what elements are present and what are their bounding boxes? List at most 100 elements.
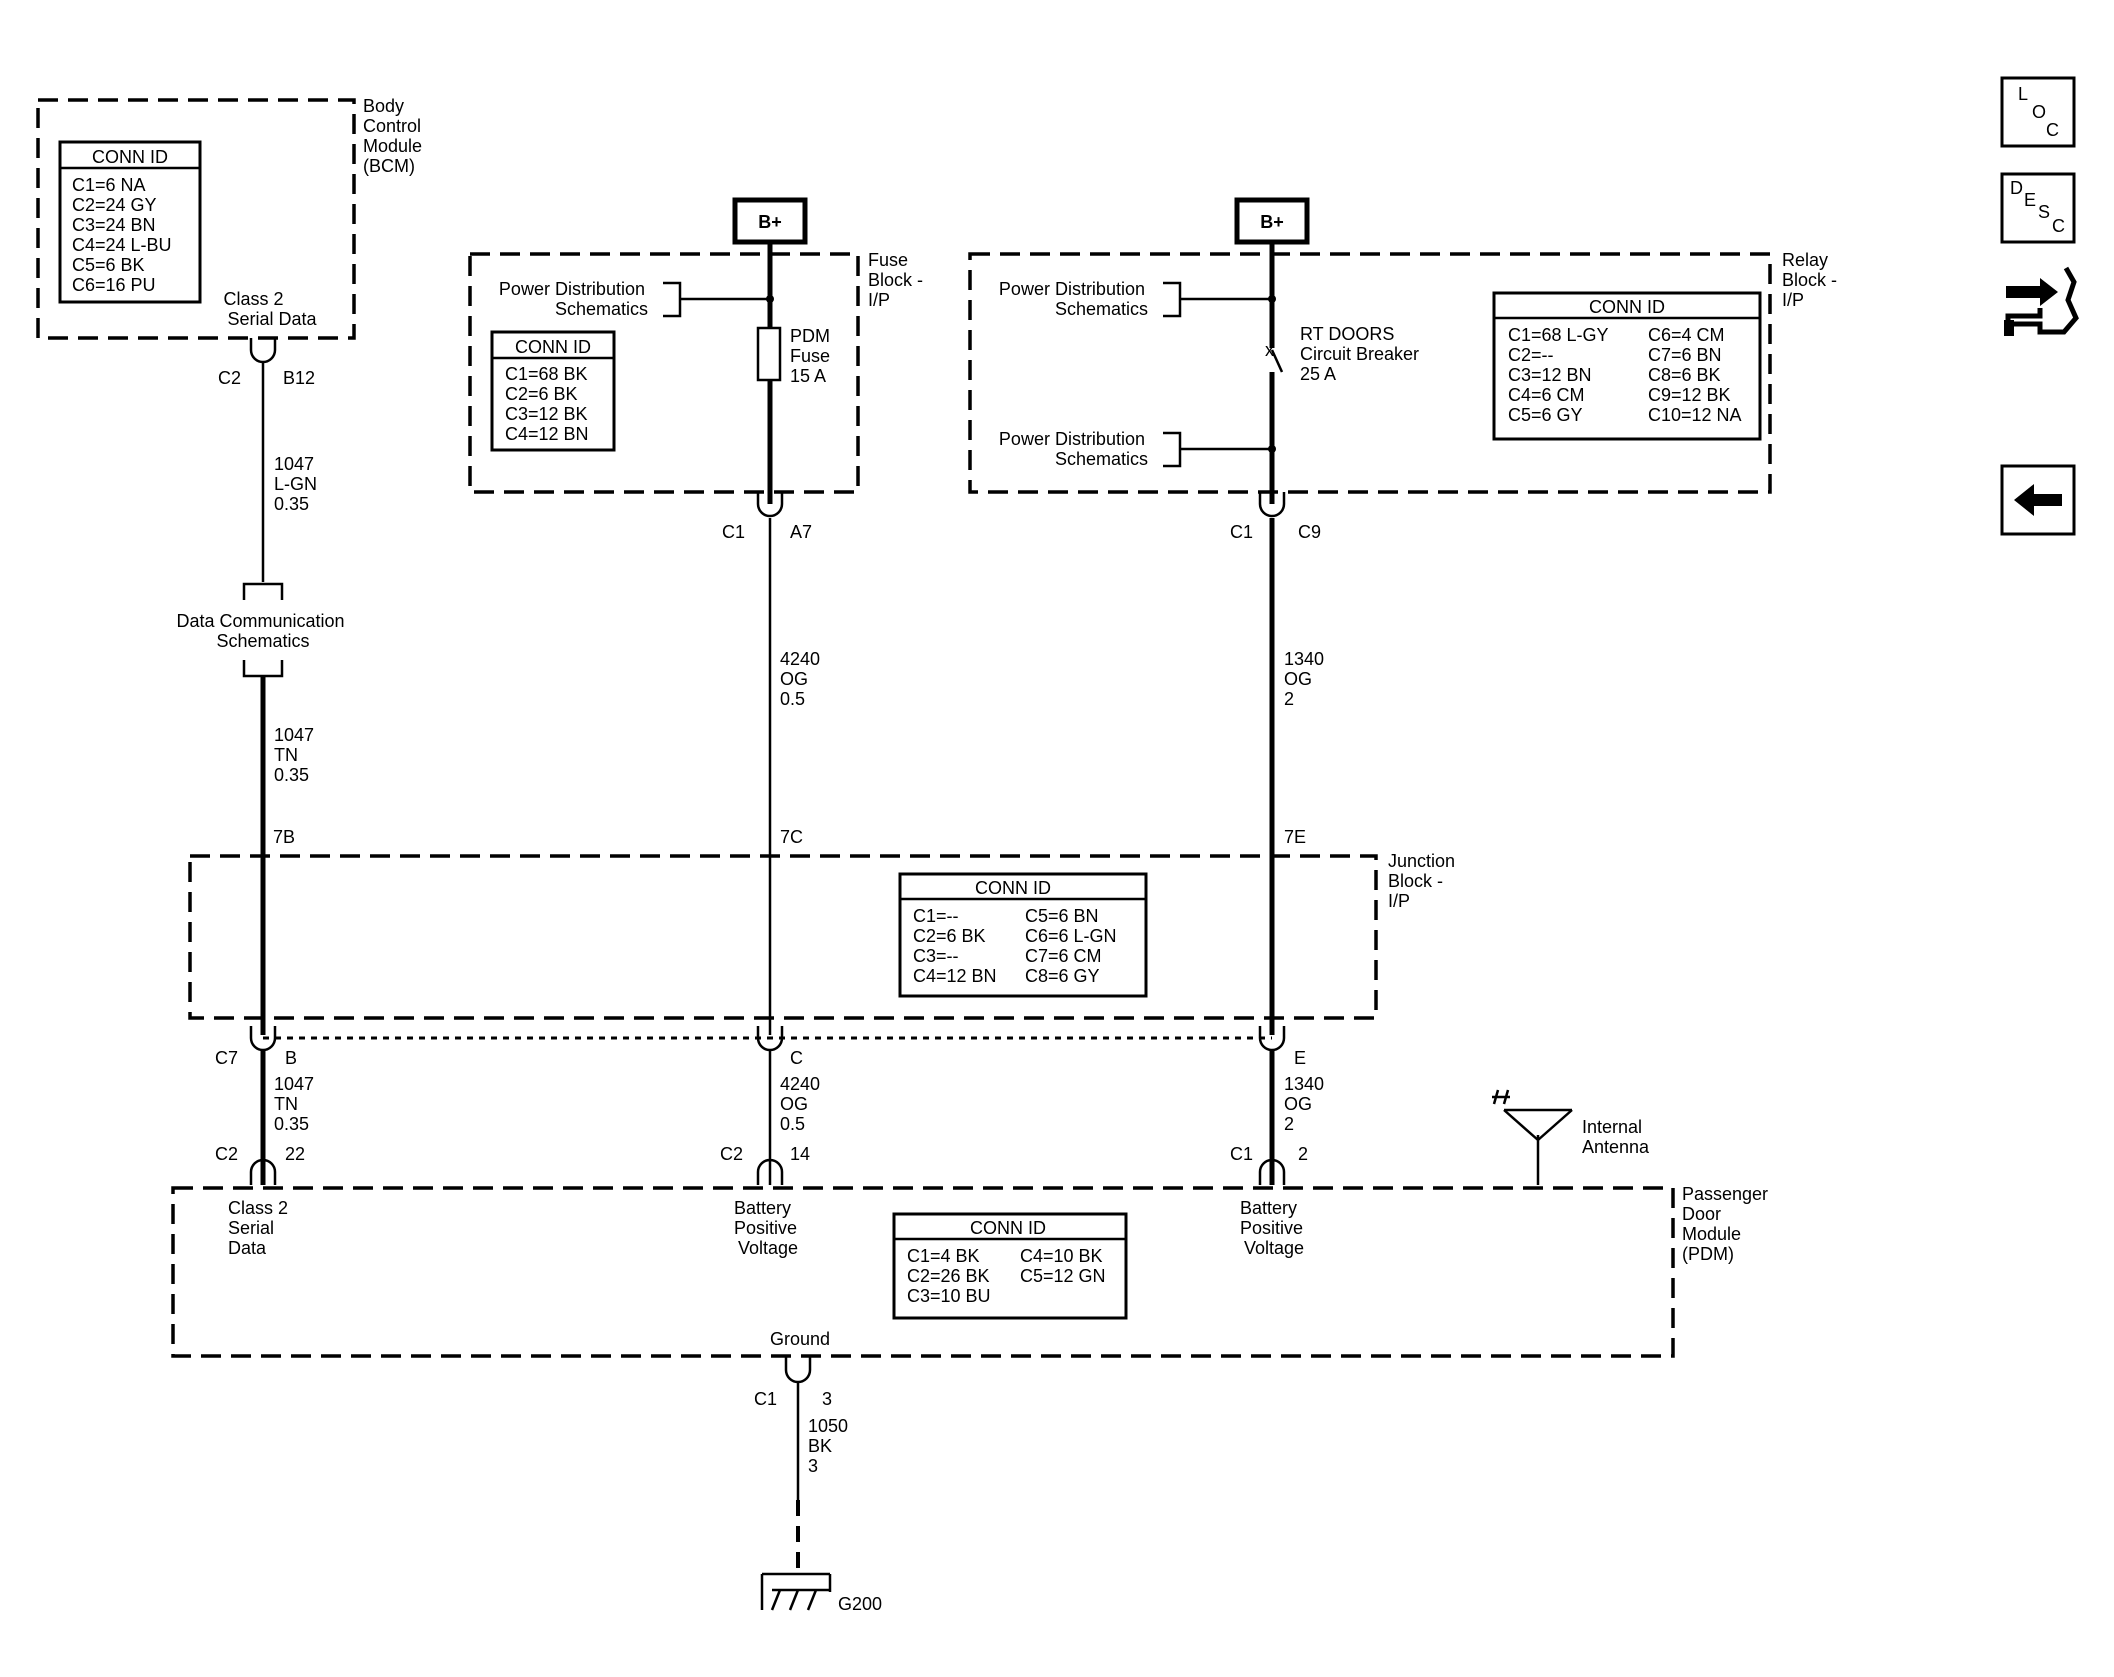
pdm-boundary bbox=[171, 1186, 1675, 1358]
ground-id: G200 bbox=[838, 1594, 882, 1614]
svg-text:C: C bbox=[2046, 120, 2059, 140]
bcm-pin-label: Class 2 Serial Data bbox=[223, 289, 317, 329]
fuse-conn-list: C1=68 BK C2=6 BK C3=12 BK C4=12 BN bbox=[505, 364, 593, 444]
lower-wire-mid-label: 4240 OG 0.5 bbox=[780, 1074, 825, 1134]
bcm-connector: C2 bbox=[218, 368, 241, 388]
svg-text:C: C bbox=[2052, 216, 2065, 236]
svg-text:D: D bbox=[2010, 178, 2023, 198]
pdm-ground-label: Ground bbox=[770, 1329, 830, 1349]
junction-block: 7B 7C 7E Junction Block - I/P CONN ID C1… bbox=[188, 827, 1460, 1068]
svg-text:E: E bbox=[2024, 190, 2036, 210]
relay-power-dist-1: Power Distribution Schematics bbox=[999, 279, 1150, 319]
relay-conn-header: CONN ID bbox=[1589, 297, 1665, 317]
relay-connector-symbol bbox=[1258, 492, 1286, 518]
antenna-label: Internal Antenna bbox=[1582, 1117, 1650, 1157]
pdm-pin-left: 22 bbox=[285, 1144, 305, 1164]
jb-conn-header: CONN ID bbox=[975, 878, 1051, 898]
data-comm-label: Data Communication Schematics bbox=[176, 611, 349, 651]
internal-antenna: Internal Antenna bbox=[1492, 1089, 1650, 1185]
pdm-conn-id-box bbox=[892, 1212, 1128, 1320]
fuse-connector: C1 bbox=[722, 522, 745, 542]
pdm-module: C2 22 C2 14 C1 2 Passenger Door Module (… bbox=[171, 1144, 1773, 1409]
junction-block-boundary bbox=[188, 854, 1378, 1020]
fuse-pin: A7 bbox=[790, 522, 812, 542]
pdm-ground-connector-symbol bbox=[784, 1356, 812, 1384]
relay-block-title: Relay Block - I/P bbox=[1782, 250, 1842, 310]
pdm-pin-mid: 14 bbox=[790, 1144, 810, 1164]
relay-power-dist-2: Power Distribution Schematics bbox=[999, 429, 1150, 469]
jb-conn-list-left: C1=-- C2=6 BK C3=-- C4=12 BN bbox=[913, 906, 997, 986]
wire-4240-label: 4240 OG 0.5 bbox=[780, 649, 825, 709]
pdm-title: Passenger Door Module (PDM) bbox=[1682, 1184, 1773, 1264]
wire-1340-label: 1340 OG 2 bbox=[1284, 649, 1329, 709]
jb-conn-list-right: C5=6 BN C6=6 L-GN C7=6 CM C8=6 GY bbox=[1025, 906, 1122, 986]
jb-conn-id-box bbox=[898, 872, 1148, 998]
fuse-block-title: Fuse Block - I/P bbox=[868, 250, 928, 310]
fuse-conn-id-box bbox=[490, 330, 616, 452]
connector-view-button[interactable] bbox=[2004, 266, 2079, 336]
circuit-breaker-label: RT DOORS Circuit Breaker 25 A bbox=[1300, 324, 1424, 384]
svg-text:L: L bbox=[2018, 84, 2028, 104]
connector-icon bbox=[2004, 266, 2079, 336]
pdm-pin-right: 2 bbox=[1298, 1144, 1308, 1164]
svg-text:O: O bbox=[2032, 102, 2046, 122]
jb-pin-c: C bbox=[790, 1048, 803, 1068]
ground-symbol-icon bbox=[760, 1572, 832, 1611]
pdm-label-right: Battery Positive Voltage bbox=[1240, 1198, 1308, 1258]
relay-bplus: B+ bbox=[1260, 212, 1284, 232]
relay-pin: C9 bbox=[1298, 522, 1321, 542]
fuse-bplus: B+ bbox=[758, 212, 782, 232]
pdm-label-mid: Battery Positive Voltage bbox=[734, 1198, 802, 1258]
bcm-connector-symbol bbox=[249, 338, 277, 364]
relay-connector: C1 bbox=[1230, 522, 1253, 542]
relay-conn-list-left: C1=68 L-GY C2=-- C3=12 BN C4=6 CM C5=6 G… bbox=[1508, 325, 1613, 425]
svg-text:x: x bbox=[1265, 340, 1274, 360]
jb-pin-e: E bbox=[1294, 1048, 1306, 1068]
lower-wire-left-label: 1047 TN 0.35 bbox=[274, 1074, 319, 1134]
fuse-block: B+ Fuse Block - I/P Power Distribution S… bbox=[468, 197, 928, 542]
back-arrow-icon bbox=[2014, 484, 2062, 516]
wire-1047-lgn-label: 1047 L-GN 0.35 bbox=[274, 454, 322, 514]
pdm-ground-connector: C1 bbox=[754, 1389, 777, 1409]
pdm-conn-header: CONN ID bbox=[970, 1218, 1046, 1238]
data-comm-bracket-bottom bbox=[242, 660, 284, 678]
pdm-fuse-label: PDM Fuse 15 A bbox=[790, 326, 835, 386]
pdm-ground-pin: 3 bbox=[822, 1389, 832, 1409]
relay-conn-list-right: C6=4 CM C7=6 BN C8=6 BK C9=12 BK C10=12 … bbox=[1648, 325, 1742, 425]
fuse-conn-header: CONN ID bbox=[515, 337, 591, 357]
data-comm-bracket-top bbox=[242, 582, 284, 600]
jb-pin-7e: 7E bbox=[1284, 827, 1306, 847]
fuse-block-boundary bbox=[468, 252, 860, 494]
relay-block-boundary bbox=[968, 252, 1772, 494]
bcm-conn-list: C1=6 NA C2=24 GY C3=24 BN C4=24 L-BU C5=… bbox=[72, 175, 177, 295]
fuse-connector-symbol bbox=[756, 492, 784, 518]
bcm-module: Body Control Module (BCM) CONN ID C1=6 N… bbox=[36, 96, 427, 388]
relay-block: B+ Relay Block - I/P Power Distribution … bbox=[968, 197, 1842, 542]
fuse-bplus-box bbox=[732, 197, 808, 245]
desc-button[interactable]: D E S C bbox=[2000, 172, 2076, 244]
jb-pin-b: B bbox=[285, 1048, 297, 1068]
pdm-conn-left: C2 bbox=[215, 1144, 238, 1164]
lower-wire-right-label: 1340 OG 2 bbox=[1284, 1074, 1329, 1134]
bcm-title: Body Control Module (BCM) bbox=[363, 96, 427, 176]
antenna-signal-icon bbox=[1492, 1089, 1510, 1105]
fuse-power-dist-label: Power Distribution Schematics bbox=[499, 279, 650, 319]
circuit-breaker-symbol bbox=[1270, 349, 1284, 373]
bcm-conn-header: CONN ID bbox=[92, 147, 168, 167]
junction-block-title: Junction Block - I/P bbox=[1388, 851, 1460, 911]
pdm-label-left: Class 2 Serial Data bbox=[228, 1198, 293, 1258]
jb-pin-7b: 7B bbox=[273, 827, 295, 847]
pdm-conn-mid: C2 bbox=[720, 1144, 743, 1164]
wire-1050-label: 1050 BK 3 bbox=[808, 1416, 853, 1476]
loc-button[interactable]: L O C bbox=[2000, 76, 2076, 148]
jb-connector-c7: C7 bbox=[215, 1048, 238, 1068]
wire-1047-tn-label: 1047 TN 0.35 bbox=[274, 725, 319, 785]
bcm-boundary bbox=[36, 98, 356, 340]
pdm-fuse-symbol bbox=[756, 326, 782, 382]
jb-pin-7c: 7C bbox=[780, 827, 803, 847]
svg-text:S: S bbox=[2038, 202, 2050, 222]
back-button[interactable] bbox=[2000, 464, 2076, 536]
bcm-pin: B12 bbox=[283, 368, 315, 388]
pdm-conn-list-left: C1=4 BK C2=26 BK C3=10 BU bbox=[907, 1246, 995, 1306]
